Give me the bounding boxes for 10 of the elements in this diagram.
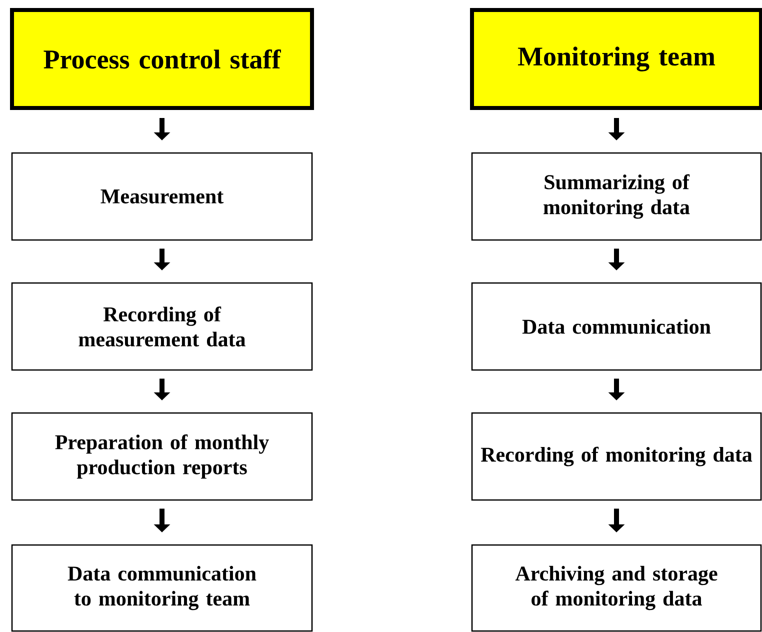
process-box: Preparation of monthly production reports	[11, 412, 313, 501]
process-box: Data communication	[471, 282, 762, 371]
process-box: Recording of monitoring data	[471, 412, 762, 501]
process-box: Archiving and storage of monitoring data	[471, 544, 762, 632]
process-box: Recording of measurement data	[11, 282, 313, 371]
title-box: Process control staff	[10, 8, 314, 110]
title-box: Monitoring team	[470, 8, 762, 110]
process-box: Measurement	[11, 152, 313, 241]
process-box: Summarizing of monitoring data	[471, 152, 762, 241]
process-box: Data communication to monitoring team	[11, 544, 313, 632]
